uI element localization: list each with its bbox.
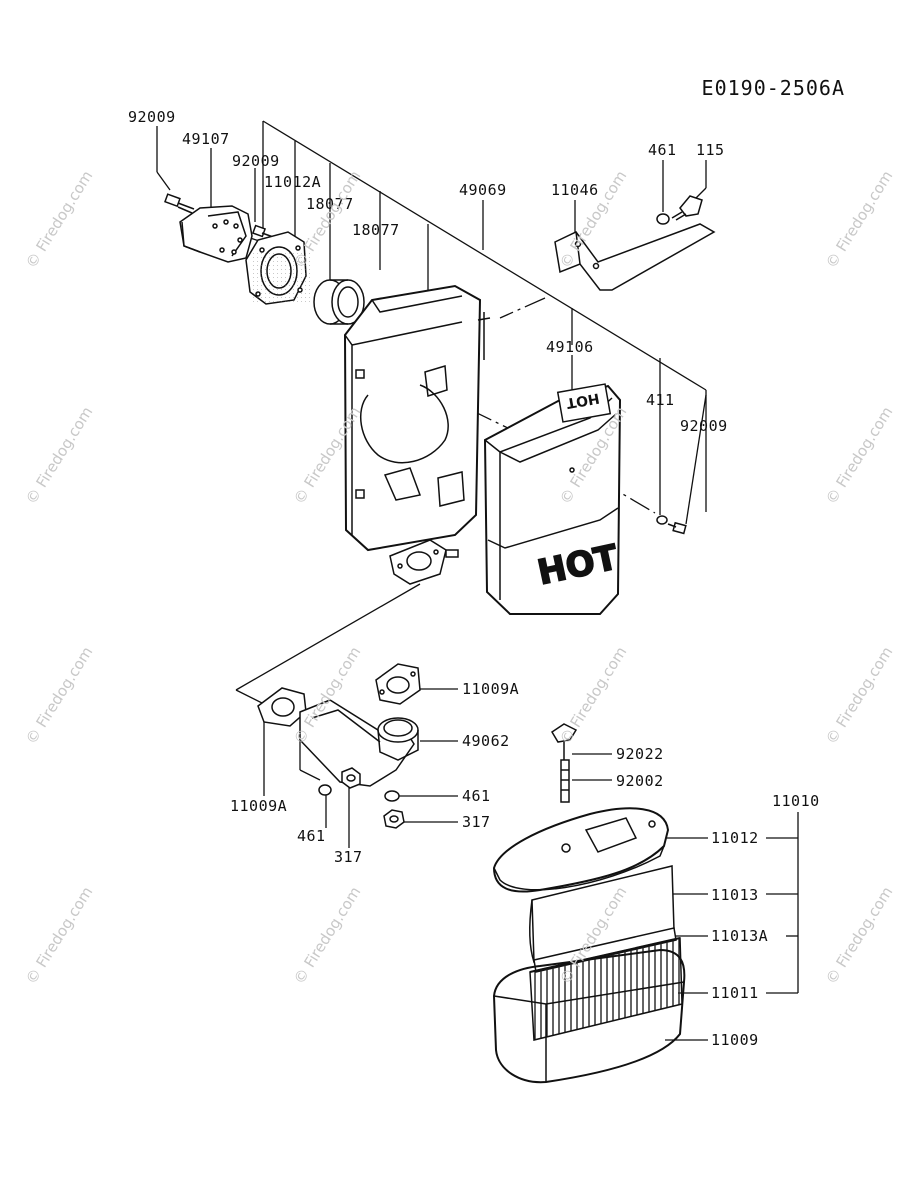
heat-cover-49106: HOT HOT [483,383,623,615]
drawing-code: E0190-2506A [701,76,845,100]
bracket-11046 [554,223,716,291]
muffler-49069 [343,284,491,552]
nut-317-mid [383,809,405,829]
part-label-92009: 92009 [232,152,280,170]
washer-411 [656,515,668,525]
part-label-18077: 18077 [352,221,400,239]
heat-shield-49107 [179,205,253,263]
part-label-49107: 49107 [182,130,230,148]
part-label-11046: 11046 [551,181,599,199]
part-label-18077: 18077 [306,195,354,213]
part-label-461: 461 [297,827,326,845]
part-label-92002: 92002 [616,772,664,790]
part-label-461: 461 [462,787,491,805]
part-label-11012: 11012 [711,829,759,847]
bolt-115 [671,195,703,221]
part-label-49069: 49069 [459,181,507,199]
part-label-115: 115 [696,141,725,159]
washer-461-left [318,784,332,796]
part-label-11012a: 11012A [264,173,322,191]
washer-461-mid [384,790,400,802]
air-cleaner-base-11009 [492,948,686,1084]
wing-bolt-92022 [550,723,578,760]
bolt-92009-right [667,521,687,535]
gasket-11009A-upper [375,663,421,705]
air-cleaner-cover-11012 [492,807,670,893]
part-label-11011: 11011 [711,984,759,1002]
bolt-92009-top-left [164,193,195,214]
leader-lines-exhaust [235,583,458,848]
nut-317-left [341,767,361,789]
part-label-461: 461 [648,141,677,159]
part-label-317: 317 [462,813,491,831]
part-label-317: 317 [334,848,363,866]
part-label-11013a: 11013A [711,927,769,945]
muffler-outlet-flange [389,539,459,585]
spark-arrestor-18077 [313,279,365,325]
part-label-92022: 92022 [616,745,664,763]
exhaust-pipe-49062 [257,687,419,787]
part-label-11009a: 11009A [230,797,288,815]
flange-11012A [245,231,310,305]
stud-92002 [560,759,570,803]
part-label-11010: 11010 [772,792,820,810]
part-label-49106: 49106 [546,338,594,356]
hot-label-top: HOT [565,389,601,411]
part-label-92009: 92009 [128,108,176,126]
part-label-411: 411 [646,391,675,409]
leader-lines-air-cleaner [572,753,799,1041]
part-label-49062: 49062 [462,732,510,750]
part-label-92009: 92009 [680,417,728,435]
part-label-11009a: 11009A [462,680,520,698]
washer-461-top [656,213,670,225]
part-label-11013: 11013 [711,886,759,904]
part-label-11009: 11009 [711,1031,759,1049]
